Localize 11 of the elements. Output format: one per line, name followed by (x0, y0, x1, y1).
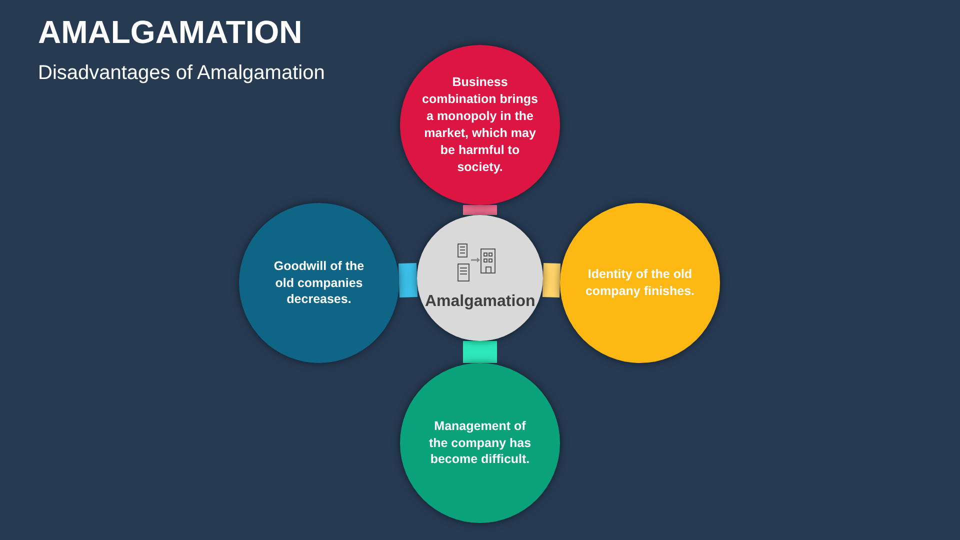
center-label: Amalgamation (425, 292, 535, 312)
connector-band (542, 262, 561, 298)
connector-band (463, 205, 497, 215)
subtitle: Disadvantages of Amalgamation (38, 62, 325, 85)
topic-text: Management of the company has become difficult. (428, 418, 532, 468)
connector-band (463, 341, 497, 363)
topic-text: Identity of the old company finishes. (584, 266, 696, 300)
topic-text: Goodwill of the old companies decreases. (272, 258, 366, 308)
connector-band (398, 262, 418, 298)
topic-text: Business combination brings a monopoly in the market, which may be harmful to society. (421, 74, 539, 176)
title: AMALGAMATION (38, 14, 302, 51)
